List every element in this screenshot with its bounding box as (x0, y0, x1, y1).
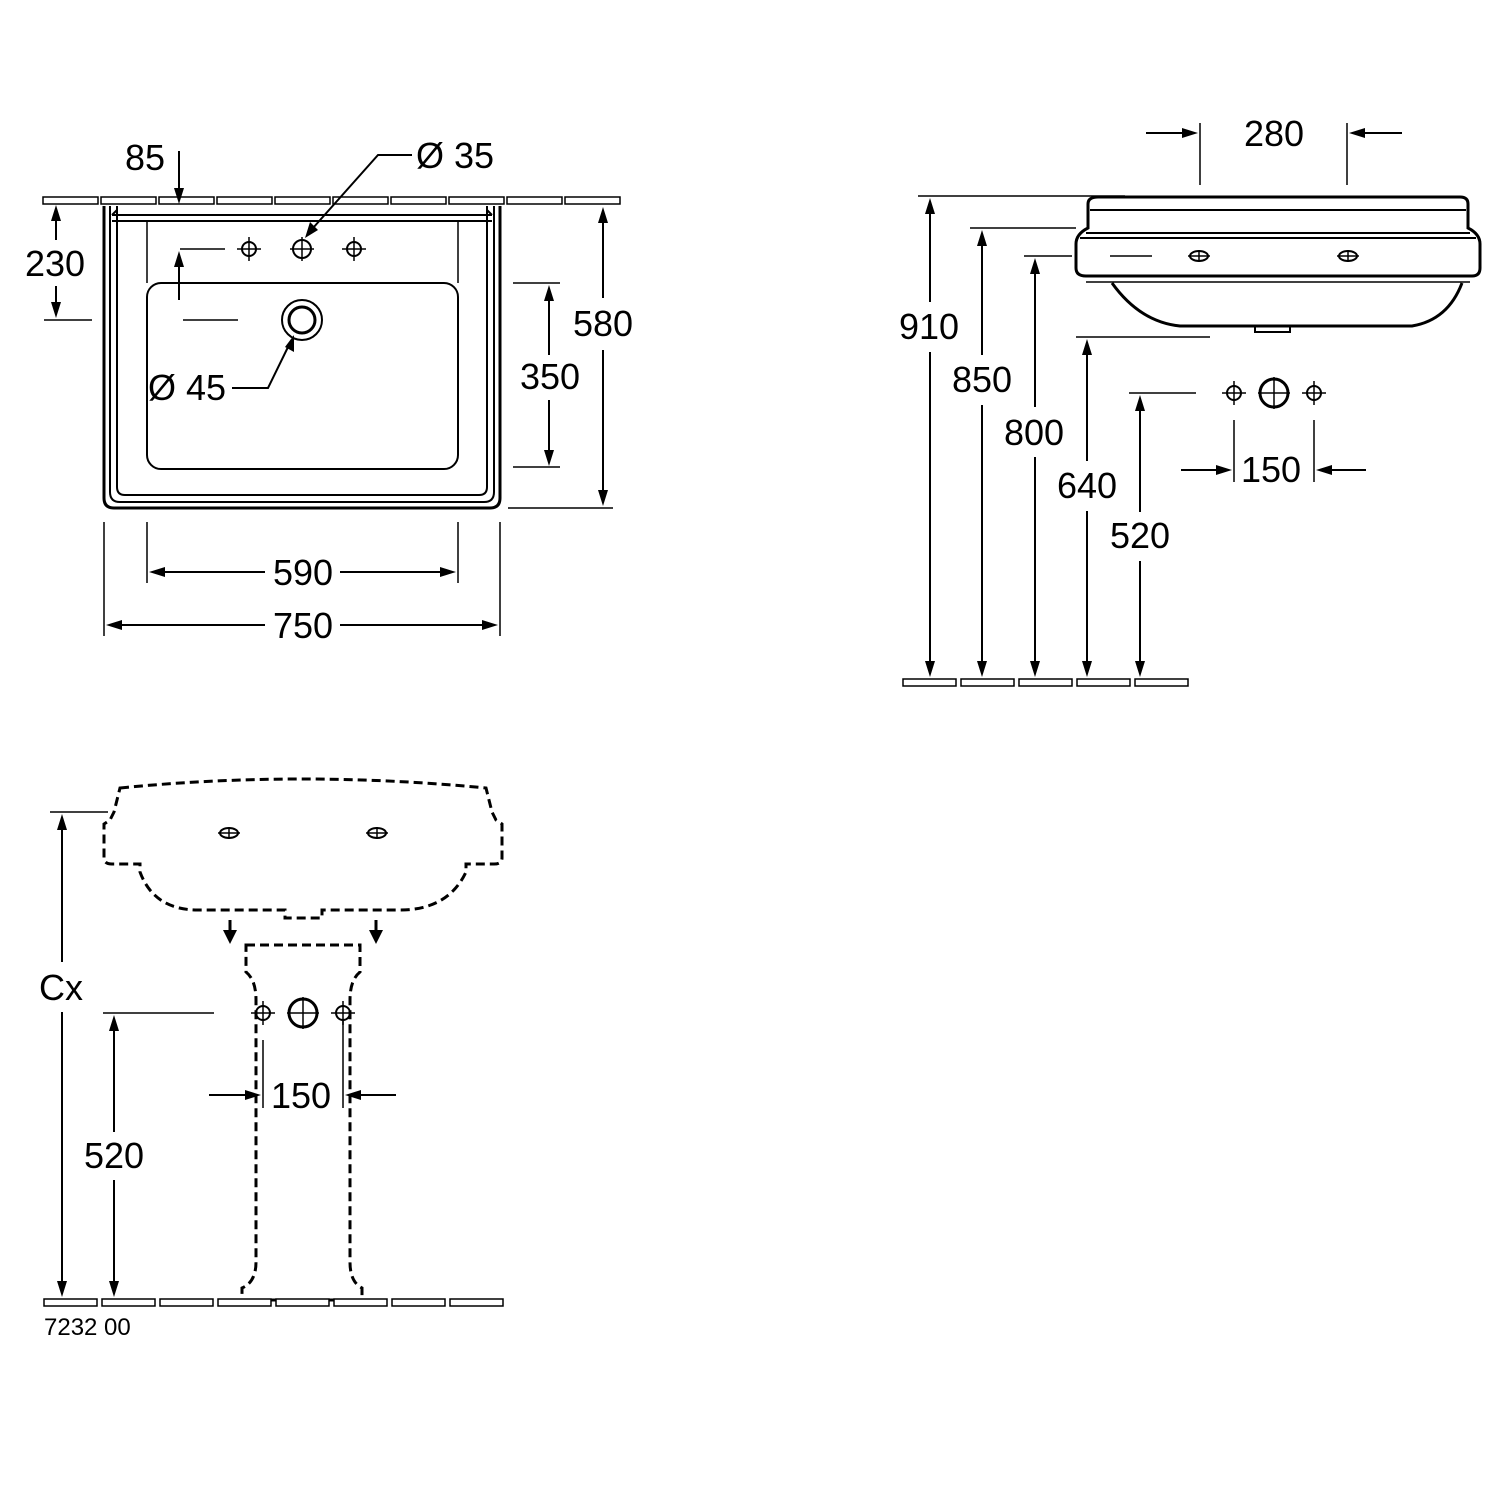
top-view-dim-750: 750 (273, 605, 333, 646)
top-view-bowl (146, 282, 459, 470)
top-view: 85 Ø 35 230 Ø 45 580 350 (25, 135, 633, 646)
side-view-dim-520: 520 (1110, 515, 1170, 556)
front-view-basin-outline (102, 777, 504, 920)
front-view-dim-520: 520 (84, 1135, 144, 1176)
side-view: 280 910 850 800 640 520 (899, 113, 1482, 687)
top-view-dim-230: 230 (25, 243, 85, 284)
top-view-drain (281, 299, 323, 341)
side-view-dim-910: 910 (899, 306, 959, 347)
side-view-floor (902, 678, 1189, 687)
top-view-dim-dia35: Ø 35 (416, 135, 494, 176)
front-view-dim-150: 150 (271, 1075, 331, 1116)
front-view-floor (43, 1298, 504, 1307)
top-view-dim-dia45: Ø 45 (148, 367, 226, 408)
side-view-dim-280: 280 (1244, 113, 1304, 154)
top-view-dim-580: 580 (573, 303, 633, 344)
article-number: 7232 00 (44, 1314, 131, 1341)
top-view-dim-350: 350 (520, 356, 580, 397)
top-view-tap-holes (237, 237, 366, 261)
side-view-basin (1074, 195, 1482, 333)
top-view-dim-590: 590 (273, 552, 333, 593)
top-view-basin-outline (102, 206, 502, 510)
side-view-dim-150: 150 (1241, 449, 1301, 490)
front-view-pedestal (240, 943, 364, 1302)
top-view-wall (42, 196, 621, 205)
side-view-dim-640: 640 (1057, 465, 1117, 506)
side-view-dim-850: 850 (952, 359, 1012, 400)
front-view: Cx 520 150 7232 00 (39, 777, 504, 1341)
front-view-dim-cx: Cx (39, 967, 83, 1008)
top-view-dim-85: 85 (125, 137, 165, 178)
side-view-dim-800: 800 (1004, 412, 1064, 453)
side-view-connections (1222, 377, 1326, 409)
front-view-connections (251, 997, 355, 1029)
